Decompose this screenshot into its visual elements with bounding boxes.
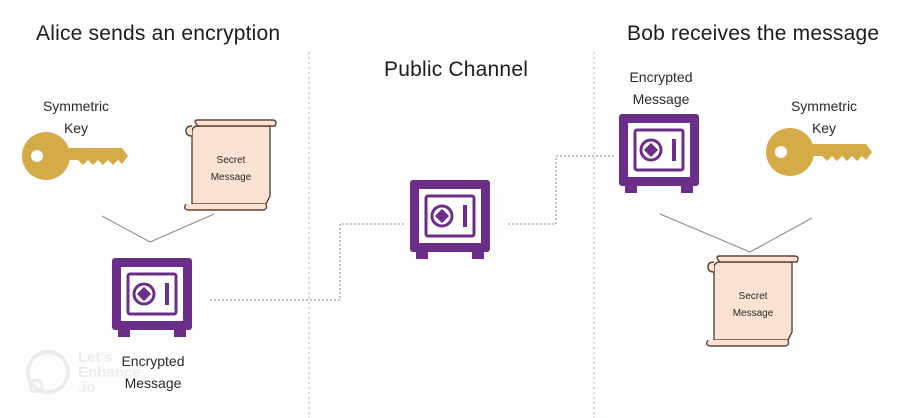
alice-key-icon xyxy=(22,132,128,180)
path-to-channel xyxy=(210,223,406,301)
bob-scroll-text: Secret Message xyxy=(714,288,792,322)
bob-key-split-line xyxy=(749,217,813,253)
bob-safe-label-line1: Encrypted xyxy=(629,69,693,85)
channel-safe-icon xyxy=(408,178,492,261)
watermark-text: Let's Enhance .io xyxy=(78,350,141,395)
bob-safe-label: Encrypted Message xyxy=(606,66,716,110)
path-to-bob xyxy=(508,155,615,225)
watermark-line2: Enhance xyxy=(78,364,141,381)
watermark-line1: Let's xyxy=(78,349,113,366)
bob-key-label-line1: Symmetric xyxy=(790,98,858,114)
alice-safe-label: Encrypted Message xyxy=(98,350,208,394)
alice-scroll-line1: Secret xyxy=(216,155,246,166)
alice-key-merge-line xyxy=(101,215,151,243)
alice-scroll-text: Secret Message xyxy=(192,152,270,186)
bob-section-title: Bob receives the message xyxy=(627,22,880,45)
alice-scroll-merge-line xyxy=(149,213,215,243)
bob-key-label-line2: Key xyxy=(811,120,837,136)
bob-safe-split-line xyxy=(659,213,751,253)
alice-section-title: Alice sends an encryption xyxy=(36,22,281,45)
bob-safe-label-line2: Message xyxy=(632,91,690,107)
alice-safe-label-line1: Encrypted xyxy=(121,353,185,369)
watermark-line3: .io xyxy=(78,379,96,396)
bob-key-label: Symmetric Key xyxy=(774,95,874,139)
bob-safe-icon xyxy=(617,112,701,195)
alice-scroll-line2: Message xyxy=(210,172,252,183)
alice-safe-icon xyxy=(110,256,194,339)
bob-scroll-line2: Message xyxy=(732,308,774,319)
channel-section-title: Public Channel xyxy=(384,58,529,81)
alice-key-label-line1: Symmetric xyxy=(42,98,110,114)
alice-key-label-line2: Key xyxy=(63,120,89,136)
alice-safe-label-line2: Message xyxy=(124,375,182,391)
bob-scroll-line1: Secret xyxy=(738,291,768,302)
watermark-logo-icon xyxy=(26,350,70,394)
alice-key-label: Symmetric Key xyxy=(26,95,126,139)
